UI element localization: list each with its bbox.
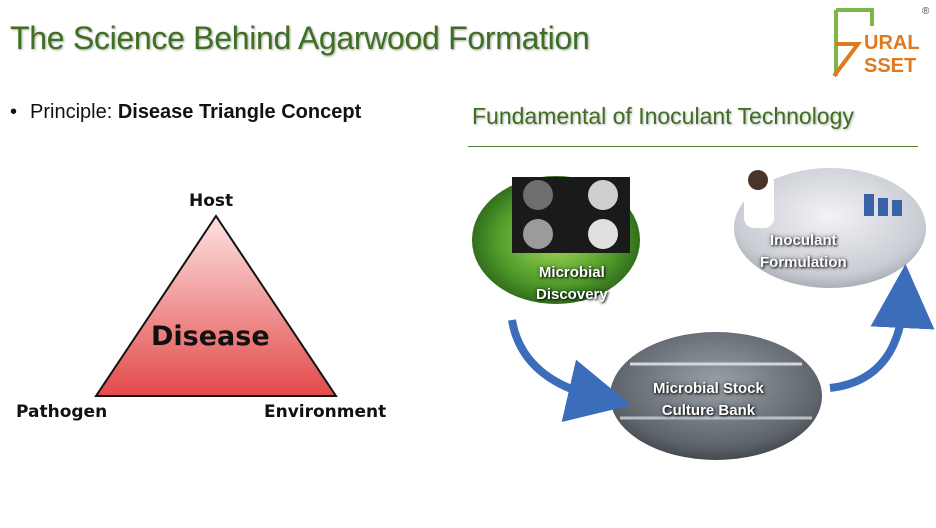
triangle-label-environment: Environment bbox=[264, 402, 387, 422]
inoculant-process-diagram: Microbial Discovery Inoculant Formulatio… bbox=[460, 150, 936, 470]
label-inoculant-formulation: Inoculant Formulation bbox=[760, 230, 847, 274]
bottle-2 bbox=[878, 198, 888, 216]
logo-text-bottom: SSET bbox=[864, 55, 916, 77]
label-formulation-line2: Formulation bbox=[760, 254, 847, 271]
oval-culture-bank bbox=[610, 332, 822, 460]
logo-text-top: URAL bbox=[864, 32, 920, 54]
petri-dish-4 bbox=[588, 219, 618, 249]
bullet-emphasis: Disease Triangle Concept bbox=[117, 101, 362, 123]
triangle-label-host: Host bbox=[189, 191, 234, 211]
triangle-shape bbox=[94, 214, 338, 397]
label-bank-line1: Microbial Stock bbox=[653, 380, 764, 397]
heading-divider bbox=[468, 146, 918, 147]
triangle-label-disease: Disease bbox=[151, 321, 270, 352]
process-heading: Fundamental of Inoculant Technology bbox=[472, 103, 854, 129]
petri-dish-2 bbox=[588, 180, 618, 210]
label-culture-bank: Microbial Stock Culture Bank bbox=[653, 378, 764, 422]
bullet-prefix: Principle: bbox=[30, 101, 118, 123]
bullet-principle: • Principle: Disease Triangle Concept bbox=[10, 101, 361, 124]
label-discovery-line1: Microbial bbox=[538, 264, 605, 281]
bottle-1 bbox=[864, 194, 874, 216]
arrow-discovery-to-bank bbox=[508, 319, 632, 422]
triangle-graphic bbox=[94, 214, 338, 397]
bullet-dot-icon: • bbox=[10, 101, 18, 123]
process-graphic bbox=[472, 168, 935, 460]
oval-inoculant-formulation bbox=[734, 168, 926, 288]
oval-microbial-discovery bbox=[472, 176, 640, 304]
logo-registered-mark: ® bbox=[922, 6, 930, 17]
arrow-bank-to-formulation bbox=[829, 264, 935, 392]
logo-a-stroke bbox=[832, 42, 862, 78]
slide-title: The Science Behind Agarwood Formation bbox=[10, 20, 590, 56]
rural-asset-logo: URAL SSET ® bbox=[832, 6, 930, 78]
petri-dish-1 bbox=[523, 180, 553, 210]
lab-worker-head bbox=[748, 170, 768, 190]
label-microbial-discovery: Microbial Discovery bbox=[536, 262, 608, 306]
label-bank-line2: Culture Bank bbox=[661, 402, 756, 419]
petri-dish-3 bbox=[523, 219, 553, 249]
label-formulation-line1: Inoculant bbox=[770, 232, 837, 249]
triangle-label-pathogen: Pathogen bbox=[16, 402, 108, 422]
logo-r-stroke bbox=[836, 8, 874, 26]
disease-triangle: Host Pathogen Environment Disease bbox=[0, 180, 440, 430]
label-discovery-line2: Discovery bbox=[536, 286, 608, 303]
bottle-3 bbox=[892, 200, 902, 216]
